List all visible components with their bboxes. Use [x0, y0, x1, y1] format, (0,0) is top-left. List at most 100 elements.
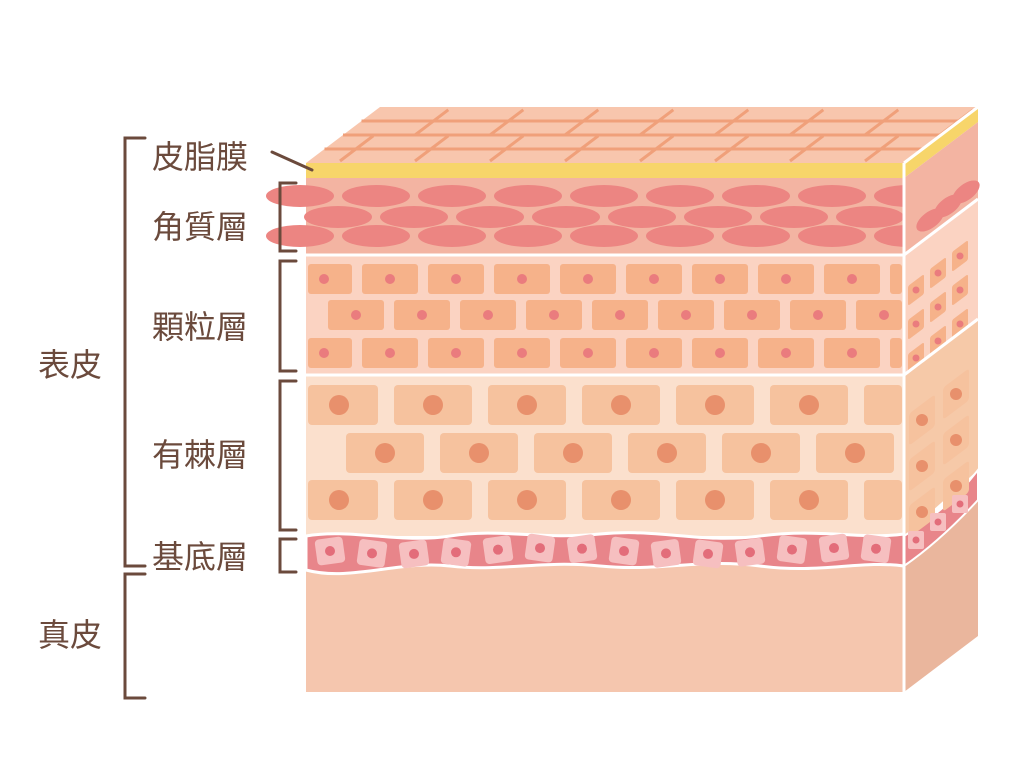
granulosum-nucleus: [517, 274, 527, 284]
corneum-cell: [570, 185, 638, 207]
spinosum-nucleus: [751, 443, 771, 463]
side-basale-nucleus: [912, 536, 920, 544]
granulosum-bracket: [278, 259, 298, 373]
corneum-cell: [684, 206, 752, 228]
label-stratum-granulosum: 顆粒層: [152, 308, 248, 346]
skin-block: [266, 105, 980, 692]
label-stratum-basale: 基底層: [152, 538, 248, 576]
basale-nucleus: [619, 546, 629, 557]
side-face-cells: [908, 180, 980, 549]
basale-cells: [314, 533, 892, 569]
corneum-cell: [760, 206, 828, 228]
side-basale-nucleus: [934, 518, 942, 526]
surface-grid-line: [639, 134, 675, 163]
granulosum-nucleus: [583, 274, 593, 284]
granulosum-nucleus: [417, 310, 427, 320]
corneum-cell: [836, 206, 904, 228]
spinosum-nucleus: [423, 395, 443, 415]
surface-grid-line: [564, 108, 600, 137]
basale-nucleus: [661, 548, 671, 559]
corneum-cell: [722, 225, 790, 247]
spinosum-nucleus: [329, 490, 349, 510]
surface-grid-line: [714, 134, 750, 163]
spinosum-nucleus: [799, 490, 819, 510]
corneum-cell: [646, 225, 714, 247]
side-spinosum-nucleus: [950, 434, 962, 446]
side-spinosum-nucleus: [950, 480, 962, 492]
basale-nucleus: [703, 548, 713, 559]
granulosum-nucleus: [847, 274, 857, 284]
corneum-cell: [380, 206, 448, 228]
basale-nucleus: [787, 544, 797, 555]
surface-grid-line: [414, 134, 450, 163]
basale-nucleus: [325, 546, 335, 556]
surface-grid-line: [789, 108, 825, 137]
spinosum-nucleus: [845, 443, 865, 463]
skin-surface-grid: [324, 108, 975, 163]
granulosum-nucleus: [747, 310, 757, 320]
spinosum-nucleus: [423, 490, 443, 510]
corneum-cell: [266, 225, 334, 247]
granulosum-nucleus: [517, 348, 527, 358]
basale-nucleus: [577, 543, 587, 554]
corneum-cell: [342, 225, 410, 247]
surface-grid-line: [414, 108, 450, 137]
granulosum-cell: [890, 338, 902, 368]
granulosum-nucleus: [813, 310, 823, 320]
corneum-cell: [494, 225, 562, 247]
basale-nucleus: [745, 547, 755, 558]
basale-nucleus: [409, 548, 419, 559]
granulosum-nucleus: [451, 274, 461, 284]
dermis-front: [306, 563, 904, 692]
granulosum-nucleus: [649, 274, 659, 284]
spinosum-cell: [864, 480, 902, 520]
corneum-cell: [418, 185, 486, 207]
granulosum-cell: [890, 264, 902, 294]
side-spinosum-nucleus: [916, 414, 928, 426]
side-spinosum-nucleus: [916, 460, 928, 472]
basale-nucleus: [829, 543, 839, 554]
layer-separators: [306, 105, 979, 692]
label-dermis: 真皮: [38, 616, 102, 654]
label-epidermis: 表皮: [38, 346, 102, 384]
spinosum-nucleus: [329, 395, 349, 415]
granulosum-nucleus: [715, 274, 725, 284]
corneum-cell: [798, 225, 866, 247]
granulosum-nucleus: [549, 310, 559, 320]
surface-grid-line: [789, 134, 825, 163]
spinosum-nucleus: [799, 395, 819, 415]
corneum-cell: [494, 185, 562, 207]
surface-grid-line: [564, 134, 600, 163]
granulosum-nucleus: [615, 310, 625, 320]
epidermis-bracket: [123, 136, 147, 568]
surface-grid-line: [714, 108, 750, 137]
granulosum-nucleus: [385, 274, 395, 284]
side-granulosum-nucleus: [912, 354, 920, 362]
spinosum-nucleus: [705, 490, 725, 510]
basale-nucleus: [451, 547, 461, 558]
side-granulosum-nucleus: [934, 269, 942, 277]
side-granulosum-nucleus: [956, 252, 964, 260]
corneum-cell: [646, 185, 714, 207]
corneum-cell: [570, 225, 638, 247]
surface-grid-line: [864, 108, 900, 137]
side-basale-nucleus: [956, 500, 964, 508]
corneum-cell: [798, 185, 866, 207]
basale-nucleus: [871, 543, 881, 554]
granulosum-cell: [308, 338, 352, 368]
spinosum-cells: [308, 385, 902, 520]
label-stratum-spinosum: 有棘層: [152, 436, 248, 474]
spinosum-nucleus: [375, 443, 395, 463]
granulosum-nucleus: [583, 348, 593, 358]
dermis-bracket: [123, 572, 147, 700]
granulosum-nucleus: [681, 310, 691, 320]
corneum-cell: [456, 206, 524, 228]
surface-grid-line: [489, 108, 525, 137]
spinosum-nucleus: [611, 395, 631, 415]
side-granulosum-nucleus: [912, 286, 920, 294]
surface-grid-line: [639, 108, 675, 137]
corneum-cell: [304, 206, 372, 228]
granulosum-nucleus: [385, 348, 395, 358]
corneum-cell: [608, 206, 676, 228]
